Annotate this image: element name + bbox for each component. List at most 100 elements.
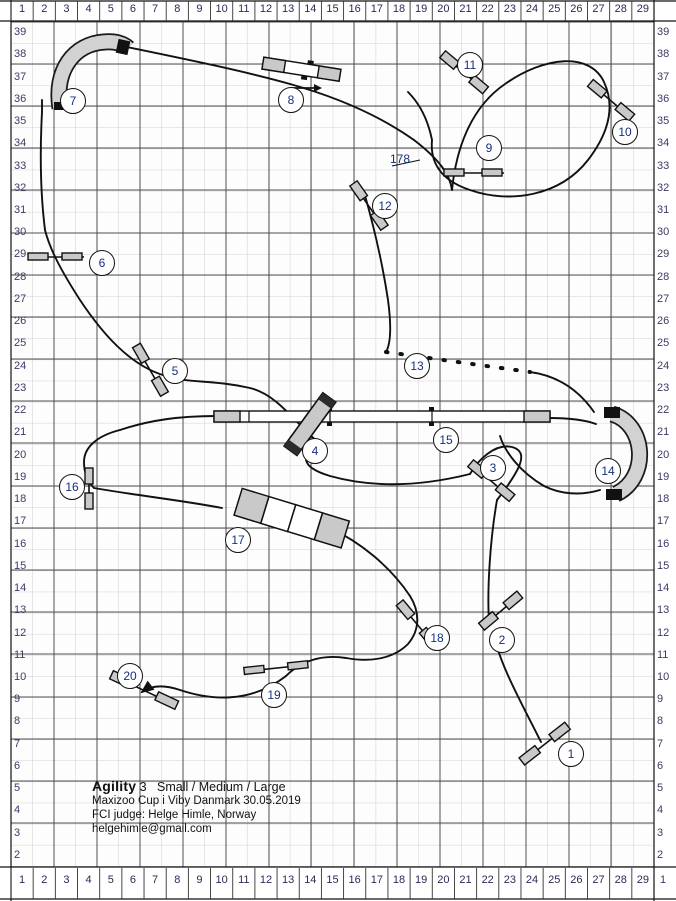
obstacle-6-spread-jump bbox=[27, 252, 84, 261]
ruler-col-label: 4 bbox=[85, 874, 92, 886]
ruler-row-label-right: 37 bbox=[657, 70, 670, 83]
ruler-row-label-right: 34 bbox=[657, 137, 670, 150]
obstacle-badge-16[interactable]: 16 bbox=[59, 474, 85, 500]
ruler-col-label: 22 bbox=[481, 3, 494, 15]
ruler-row-label-left: 39 bbox=[14, 26, 27, 39]
obstacle-9-spread-jump bbox=[443, 168, 504, 177]
path-15-right bbox=[548, 417, 597, 425]
obstacle-1-jump bbox=[518, 721, 572, 766]
ruler-row-label-right: 27 bbox=[657, 292, 670, 305]
ruler-col-label: 15 bbox=[326, 874, 339, 886]
obstacle-number-18: 18 bbox=[430, 631, 444, 645]
ruler-col-label: 28 bbox=[614, 3, 627, 15]
obstacle-number-3: 3 bbox=[489, 461, 497, 475]
ruler-row-label-left: 17 bbox=[14, 515, 27, 528]
obstacle-badge-5[interactable]: 5 bbox=[162, 358, 188, 384]
ruler-col-label: 12 bbox=[259, 3, 273, 15]
ruler-row-label-left: 3 bbox=[14, 826, 21, 839]
obstacle-badge-19[interactable]: 19 bbox=[261, 682, 287, 708]
ruler-row-label-right: 32 bbox=[657, 181, 670, 194]
ruler-col-label: 19 bbox=[415, 874, 428, 886]
obstacle-number-5: 5 bbox=[171, 364, 179, 378]
obstacle-badge-20[interactable]: 20 bbox=[117, 663, 143, 689]
obstacle-badge-17[interactable]: 17 bbox=[225, 527, 251, 553]
ruler-row-label-right: 38 bbox=[657, 48, 670, 61]
ruler-col-label: 21 bbox=[459, 3, 472, 15]
ruler-row-label-right: 6 bbox=[657, 759, 664, 772]
ruler-row-label-right: 17 bbox=[657, 515, 670, 528]
obstacle-badge-18[interactable]: 18 bbox=[424, 625, 450, 651]
ruler-row-label-left: 21 bbox=[14, 426, 27, 439]
ruler-col-label: 2 bbox=[41, 3, 48, 15]
ruler-row-label-left: 11 bbox=[14, 648, 26, 661]
obstacle-badge-15[interactable]: 15 bbox=[433, 427, 459, 453]
ruler-row-label-right: 30 bbox=[657, 226, 670, 239]
ruler-row-label-left: 34 bbox=[14, 137, 27, 150]
ruler-row-label-left: 19 bbox=[14, 470, 27, 483]
path-11-approach bbox=[413, 139, 453, 191]
ruler-row-label-left: 7 bbox=[14, 737, 21, 750]
path-13-weaves bbox=[384, 350, 532, 374]
ruler-col-label: 27 bbox=[592, 874, 605, 886]
obstacle-14-tunnel bbox=[604, 405, 648, 502]
ruler-row-label-right: 12 bbox=[657, 626, 670, 639]
ruler-row-label-left: 13 bbox=[14, 604, 27, 617]
legend-judge: FCI judge: Helge Himle, Norway bbox=[92, 809, 257, 821]
obstacle-badge-2[interactable]: 2 bbox=[489, 627, 515, 653]
ruler-row-label-right: 28 bbox=[657, 270, 670, 283]
obstacle-badge-10[interactable]: 10 bbox=[612, 119, 638, 145]
obstacle-badge-12[interactable]: 12 bbox=[372, 193, 398, 219]
ruler-col-label: 12 bbox=[259, 874, 273, 886]
path-15-out bbox=[119, 415, 217, 431]
obstacle-badge-8[interactable]: 8 bbox=[278, 87, 304, 113]
ruler-row-label-left: 30 bbox=[14, 226, 27, 239]
obstacle-19-spread-jump bbox=[242, 660, 309, 676]
legend-title-main: Agility bbox=[92, 778, 137, 794]
ruler-col-label: 26 bbox=[570, 874, 583, 886]
obstacle-3-jump bbox=[466, 458, 516, 503]
ruler-row-label-left: 28 bbox=[14, 270, 27, 283]
obstacle-badge-13[interactable]: 13 bbox=[404, 353, 430, 379]
ruler-row-label-left: 14 bbox=[14, 582, 27, 595]
ruler-col-label: 25 bbox=[548, 874, 561, 886]
obstacle-badge-9[interactable]: 9 bbox=[476, 135, 502, 161]
ruler-row-label-left: 36 bbox=[14, 92, 27, 105]
obstacle-number-10: 10 bbox=[618, 125, 632, 139]
legend-title-level: 3 bbox=[139, 780, 147, 794]
ruler-col-label: 20 bbox=[437, 874, 450, 886]
obstacle-number-12: 12 bbox=[378, 199, 392, 213]
ruler-row-label-left: 2 bbox=[14, 848, 21, 861]
obstacle-badge-3[interactable]: 3 bbox=[480, 455, 506, 481]
obstacle-badge-1[interactable]: 1 bbox=[558, 741, 584, 767]
obstacle-badge-14[interactable]: 14 bbox=[595, 458, 621, 484]
obstacle-badge-7[interactable]: 7 bbox=[60, 88, 86, 114]
obstacle-10-jump bbox=[586, 78, 636, 123]
ruler-col-label: 16 bbox=[348, 874, 361, 886]
ruler-col-label: 7 bbox=[152, 874, 159, 886]
obstacle-badge-11[interactable]: 11 bbox=[457, 52, 483, 78]
ruler-row-label-left: 18 bbox=[14, 493, 27, 506]
ruler-row-label-left: 6 bbox=[14, 759, 21, 772]
ruler-row-label-left: 37 bbox=[14, 70, 27, 83]
path-18-curve bbox=[345, 595, 419, 661]
obstacle-number-16: 16 bbox=[65, 480, 79, 494]
obstacle-badge-6[interactable]: 6 bbox=[89, 250, 115, 276]
ruler-row-label-right: 4 bbox=[657, 804, 664, 817]
obstacle-badge-4[interactable]: 4 bbox=[302, 438, 328, 464]
legend-event: Maxizoo Cup i Viby Danmark 30.05.2019 bbox=[92, 795, 301, 807]
ruler-row-label-left: 12 bbox=[14, 626, 27, 639]
ruler-row-label-right: 3 bbox=[657, 826, 664, 839]
ruler-col-label: 14 bbox=[304, 874, 317, 886]
legend-title-line: Agility 3 Small / Medium / Large bbox=[92, 778, 307, 794]
ruler-row-label-right: 25 bbox=[657, 337, 670, 350]
ruler-col-label: 3 bbox=[63, 874, 70, 886]
legend-title-sizes: Small / Medium / Large bbox=[157, 780, 286, 794]
ruler-col-label: 1 bbox=[19, 874, 26, 886]
ruler-col-label: 17 bbox=[370, 874, 383, 886]
ruler-row-label-right: 5 bbox=[657, 782, 664, 795]
ruler-col-label: 27 bbox=[592, 3, 605, 15]
ruler-col-label: 6 bbox=[129, 874, 136, 886]
ruler-col-label: 3 bbox=[63, 3, 70, 15]
